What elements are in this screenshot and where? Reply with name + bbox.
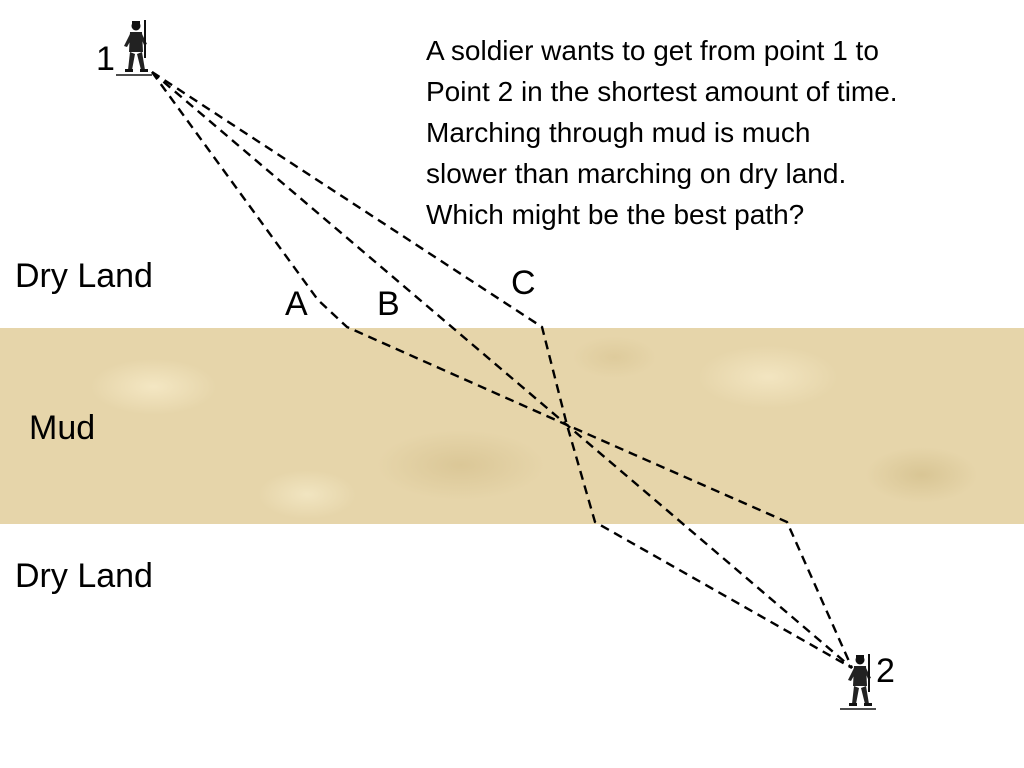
question-text: A soldier wants to get from point 1 to P… — [426, 30, 1016, 235]
path-c-line — [151, 70, 853, 670]
path-a-label: A — [285, 285, 308, 323]
path-c-label: C — [511, 264, 536, 302]
path-b-label: B — [377, 285, 400, 323]
question-line: slower than marching on dry land. — [426, 158, 847, 189]
dry-land-top-label: Dry Land — [15, 257, 153, 295]
mud-label: Mud — [29, 409, 96, 447]
mud-region — [0, 328, 1024, 524]
question-line: Point 2 in the shortest amount of time. — [426, 76, 898, 107]
path-a-line — [151, 71, 854, 669]
question-line: A soldier wants to get from point 1 to — [426, 35, 879, 66]
question-line: Which might be the best path? — [426, 199, 805, 230]
question-line: Marching through mud is much — [426, 117, 811, 148]
point-2-label: 2 — [876, 652, 895, 690]
point-1-label: 1 — [96, 40, 115, 78]
soldier-icon — [840, 654, 876, 710]
path-b-line — [151, 71, 853, 669]
dry-land-bottom-label: Dry Land — [15, 557, 153, 595]
soldier-icon — [116, 20, 152, 76]
